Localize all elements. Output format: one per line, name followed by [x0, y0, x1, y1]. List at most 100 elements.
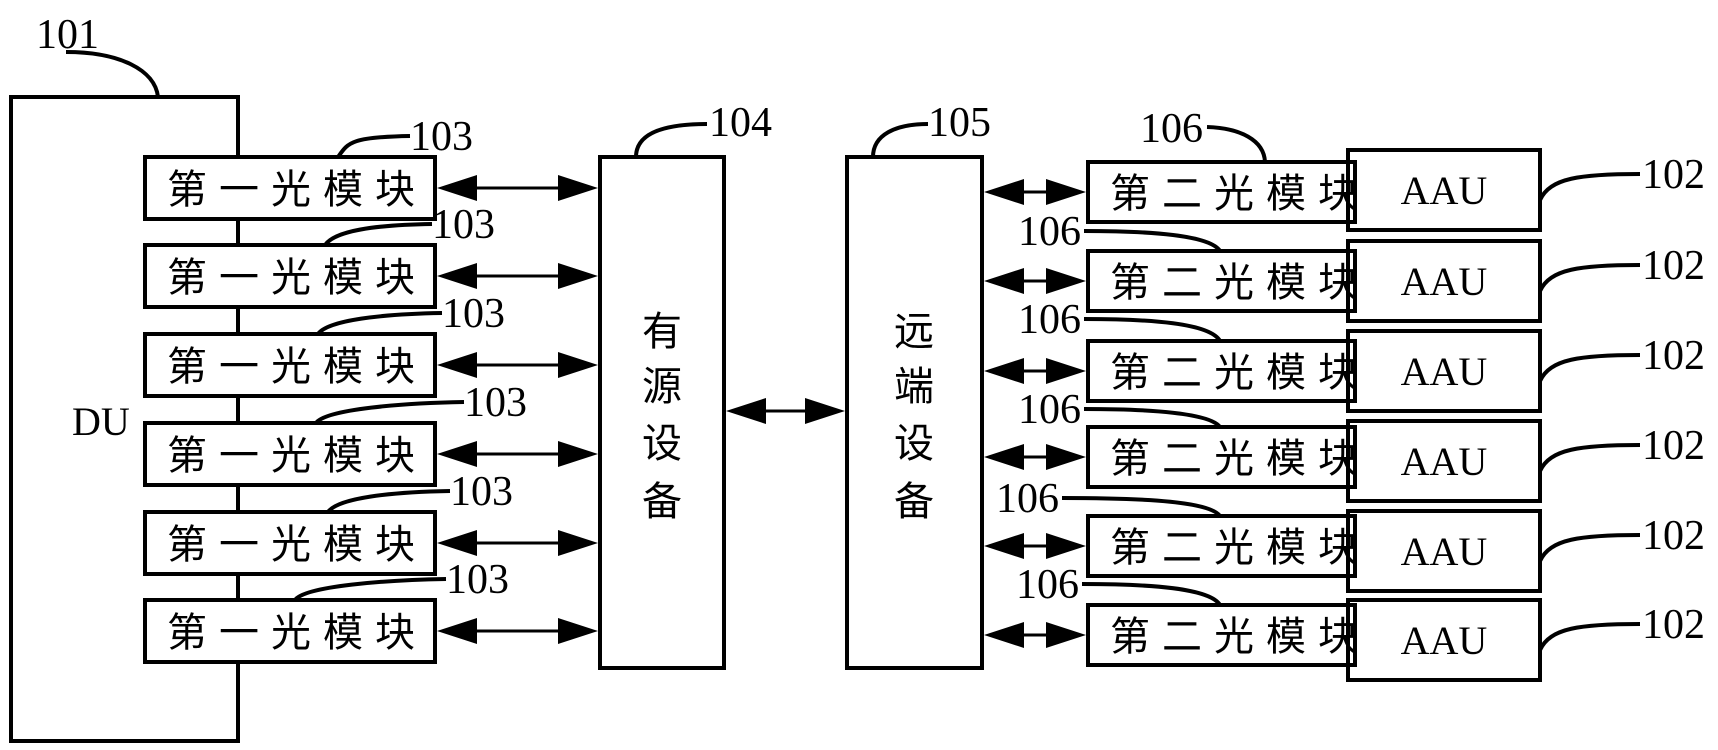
active-device-box	[598, 155, 726, 670]
arrowhead-right	[558, 530, 598, 556]
remote-device-char: 设	[894, 421, 934, 467]
bidirectional-arrow	[437, 352, 598, 378]
du-ref-label: 101	[36, 12, 99, 58]
first-module-ref-label: 103	[446, 557, 509, 603]
first-module-leader-line	[336, 134, 411, 159]
second-module-leader-line	[1083, 229, 1222, 253]
arrowhead-right	[558, 441, 598, 467]
aau-unit: AAU 102	[1346, 598, 1705, 682]
first-module-label: 第一光模块	[167, 255, 415, 301]
first-module-box	[143, 155, 437, 221]
arrowhead-left	[984, 358, 1024, 384]
arrowhead-left	[984, 444, 1024, 470]
first-module-label: 第一光模块	[167, 344, 415, 390]
bidirectional-arrow	[437, 618, 598, 644]
arrowhead-right	[1046, 533, 1086, 559]
aau-label: AAU	[1401, 349, 1488, 394]
second-module-box	[1086, 425, 1357, 489]
second-optical-module: 第二光模块 106	[984, 106, 1358, 224]
arrowhead-left	[437, 175, 477, 201]
first-optical-modules: 第一光模块103第一光模块103第一光模块103第一光模块103第一光模块103…	[143, 114, 598, 664]
arrowhead-right	[1046, 358, 1086, 384]
remote-device-char: 备	[894, 479, 934, 525]
aau-ref-label: 102	[1642, 333, 1705, 379]
aau-box	[1346, 509, 1542, 593]
first-module-leader-line	[323, 222, 433, 247]
second-module-ref-label: 106	[1016, 562, 1079, 608]
aau-unit: AAU 102	[1346, 509, 1705, 593]
second-module-leader-line	[1061, 496, 1222, 518]
bidirectional-arrow	[984, 358, 1086, 384]
aau-leader-line	[1538, 533, 1641, 562]
aau-leader-line	[1538, 443, 1641, 472]
first-module-ref-label: 103	[410, 114, 473, 160]
arrowhead-left	[437, 530, 477, 556]
first-module-label: 第一光模块	[167, 433, 415, 479]
arrowhead-right	[1046, 622, 1086, 648]
active-device-ref-label: 104	[709, 100, 772, 146]
active-device-leader-line	[634, 122, 708, 158]
active-device-char: 设	[642, 421, 682, 467]
aau-leader-line	[1538, 263, 1641, 292]
second-optical-module: 第二光模块 106	[984, 562, 1358, 667]
bidirectional-arrow	[437, 175, 598, 201]
aau-unit: AAU 102	[1346, 329, 1705, 413]
aau-unit: AAU 102	[1346, 148, 1705, 232]
second-module-ref-label: 106	[1018, 387, 1081, 433]
aau-label: AAU	[1401, 618, 1488, 663]
second-module-ref-label: 106	[1140, 106, 1203, 152]
arrowhead-right	[558, 352, 598, 378]
aau-label: AAU	[1401, 529, 1488, 574]
aau-leader-line	[1538, 353, 1641, 382]
arrowhead-right	[1046, 444, 1086, 470]
first-module-leader-line	[314, 400, 465, 425]
aau-ref-label: 102	[1642, 243, 1705, 289]
second-module-box	[1086, 603, 1357, 667]
second-module-leader-line	[1083, 407, 1222, 429]
arrowhead-left	[437, 441, 477, 467]
aau-box	[1346, 598, 1542, 682]
first-module-leader-line	[326, 489, 451, 514]
second-module-box	[1086, 339, 1357, 403]
second-module-ref-label: 106	[1018, 209, 1081, 255]
aau-box	[1346, 419, 1542, 503]
arrowhead-left	[437, 263, 477, 289]
second-module-label: 第二光模块	[1110, 350, 1358, 396]
arrowhead-left	[437, 352, 477, 378]
first-module-box	[143, 421, 437, 487]
aau-ref-label: 102	[1642, 152, 1705, 198]
bidirectional-arrow	[984, 268, 1086, 294]
aau-ref-label: 102	[1642, 513, 1705, 559]
first-module-label: 第一光模块	[167, 522, 415, 568]
aau-box	[1346, 239, 1542, 323]
aau-label: AAU	[1401, 168, 1488, 213]
first-module-leader-line	[293, 577, 447, 602]
first-module-ref-label: 103	[442, 291, 505, 337]
first-module-leader-line	[316, 311, 443, 336]
arrowhead-left	[437, 618, 477, 644]
second-module-label: 第二光模块	[1110, 171, 1358, 217]
arrowhead-right	[558, 263, 598, 289]
second-module-label: 第二光模块	[1110, 614, 1358, 660]
du-leader-line	[65, 50, 160, 98]
second-module-leader-line	[1083, 317, 1222, 343]
first-module-ref-label: 103	[450, 469, 513, 515]
second-module-leader-line	[1081, 582, 1222, 607]
arrowhead-right	[1046, 268, 1086, 294]
active-device: 有 源 设 备 104	[598, 100, 772, 670]
arrowhead-left	[984, 622, 1024, 648]
second-module-box	[1086, 160, 1357, 224]
remote-device-char: 端	[894, 364, 934, 410]
second-module-box	[1086, 514, 1357, 578]
aau-leader-line	[1538, 622, 1641, 651]
aau-ref-label: 102	[1642, 602, 1705, 648]
aau-box	[1346, 329, 1542, 413]
